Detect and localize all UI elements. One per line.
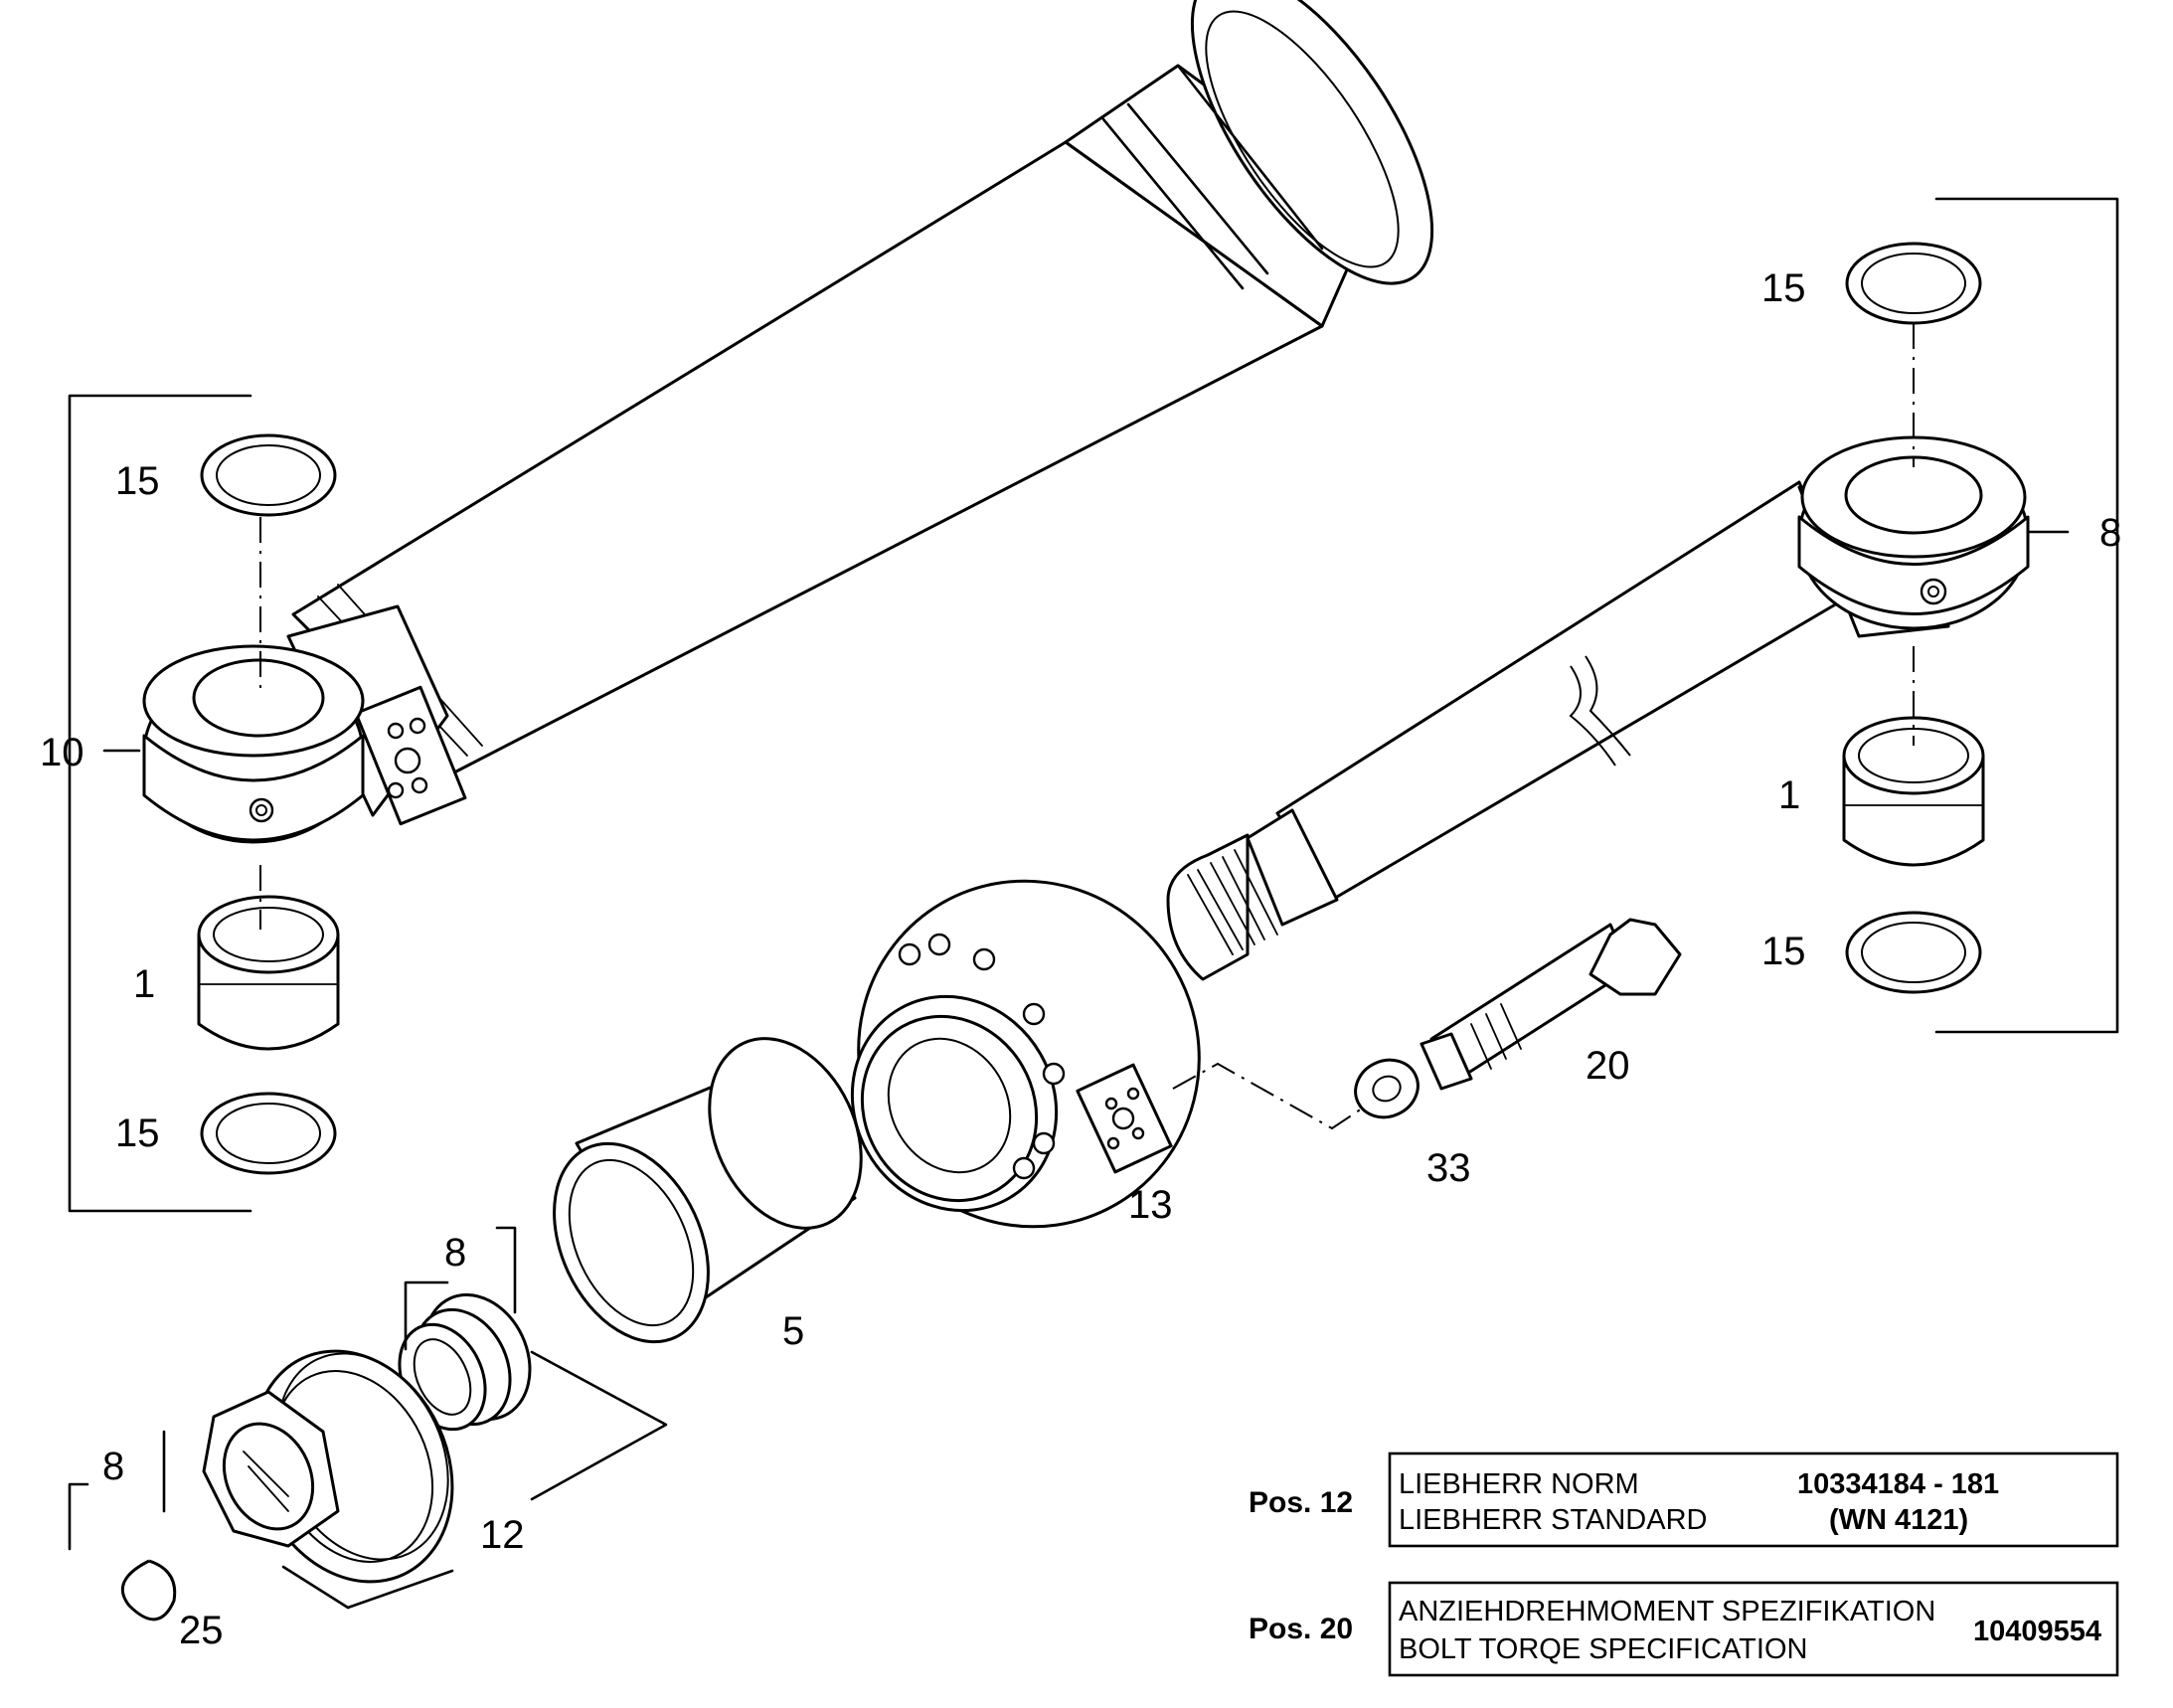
rod-eye [1797, 435, 2030, 638]
callout-labels: 15 10 1 15 15 8 1 15 20 33 13 5 8 12 8 2… [40, 266, 2121, 1652]
leader-lines [68, 197, 2119, 1610]
callout-15-right-bottom: 15 [1761, 930, 1806, 973]
callout-1-left: 1 [133, 962, 155, 1006]
right-bearing-parts [1842, 242, 1985, 994]
callout-8-ring: 8 [102, 1445, 124, 1488]
callout-10: 10 [40, 731, 84, 774]
callout-8-right: 8 [2099, 511, 2121, 555]
retaining-ring [120, 1559, 177, 1622]
sleeve [553, 1037, 863, 1344]
callout-33: 33 [1426, 1146, 1471, 1190]
spec-value-1: 10334184 - 181 [1797, 1468, 1999, 1500]
piston-rod [1166, 480, 1851, 981]
callout-5: 5 [782, 1309, 804, 1353]
callout-20: 20 [1586, 1044, 1630, 1088]
spec-value-1: 10409554 [1973, 1616, 2101, 1647]
spec-line-1: LIEBHERR NORM [1399, 1468, 1639, 1500]
callout-15-left-bottom: 15 [115, 1111, 160, 1155]
callout-25: 25 [179, 1609, 224, 1652]
spec-line-2: BOLT TORQE SPECIFICATION [1399, 1633, 1807, 1665]
spec-value-2: (WN 4121) [1829, 1504, 1968, 1536]
callout-8-seal: 8 [444, 1231, 466, 1275]
washer [1354, 1058, 1420, 1119]
left-bearing-parts [197, 433, 340, 1175]
cylinder-tube [291, 0, 1434, 775]
spec-line-2: LIEBHERR STANDARD [1399, 1504, 1707, 1536]
callout-15-left-top: 15 [115, 459, 160, 503]
piston [850, 879, 1201, 1229]
centerlines [259, 323, 1915, 1130]
piston-nut [202, 1349, 454, 1584]
spec-line-1: ANZIEHDREHMOMENT SPEZIFIKATION [1399, 1596, 1935, 1627]
spec-pos-label: Pos. 20 [1249, 1613, 1353, 1645]
callout-15-right-top: 15 [1761, 266, 1806, 310]
bolt [1420, 918, 1682, 1091]
left-clevis-eye [142, 604, 467, 844]
callout-12: 12 [480, 1513, 525, 1557]
spec-pos-label: Pos. 12 [1249, 1486, 1353, 1519]
spec-table-pos-20: Pos. 20 ANZIEHDREHMOMENT SPEZIFIKATION B… [1249, 1581, 2119, 1677]
spec-table-pos-12: Pos. 12 LIEBHERR NORM LIEBHERR STANDARD … [1249, 1452, 2119, 1548]
callout-1-right: 1 [1778, 773, 1800, 817]
callout-13: 13 [1128, 1183, 1173, 1227]
